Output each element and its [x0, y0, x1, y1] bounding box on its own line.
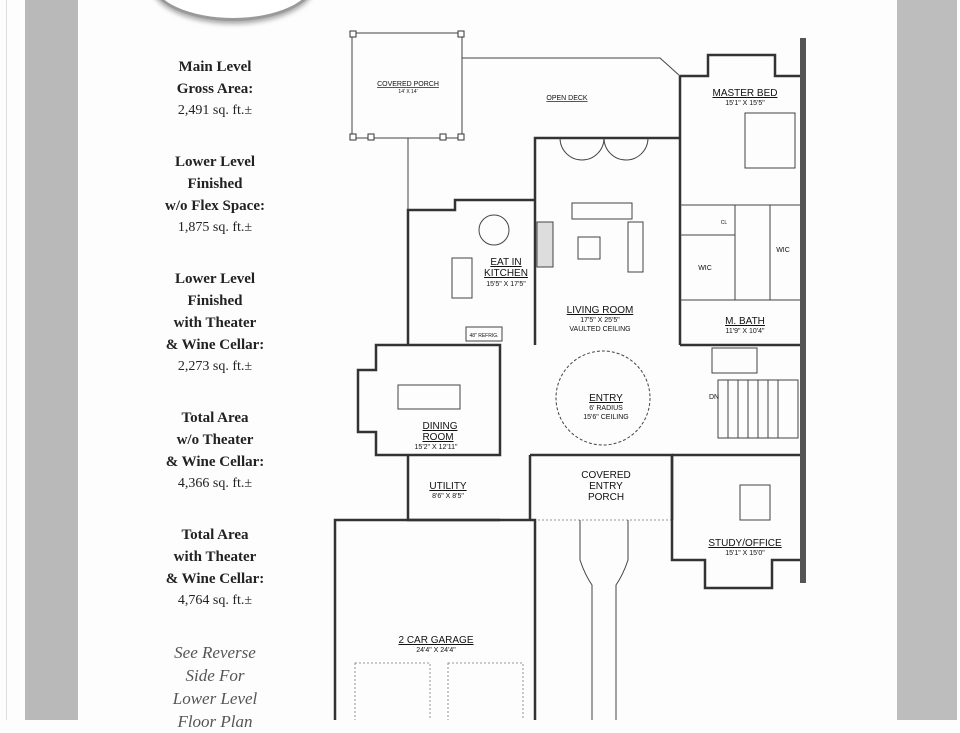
- master-bed-label: MASTER BED: [712, 88, 777, 99]
- sofa-icon: [571, 202, 633, 220]
- exterior-wall-right: [800, 38, 806, 583]
- wic-label: WIC: [776, 247, 790, 254]
- living-room-walls: [533, 136, 680, 345]
- label: Lower Level: [174, 271, 256, 287]
- dining-label: ROOM: [422, 432, 453, 443]
- dining-label: DINING: [423, 421, 458, 432]
- note-line: See Reverse: [174, 643, 256, 662]
- label: Total Area: [181, 527, 249, 543]
- desk-icon: [739, 484, 771, 521]
- value: 1,875 sq. ft.±: [177, 220, 253, 235]
- covered-porch: [349, 30, 465, 141]
- label: & Wine Cellar:: [165, 337, 265, 353]
- label: with Theater: [173, 549, 257, 565]
- open-deck-outline: [407, 57, 681, 345]
- bathtub-icon: [711, 347, 758, 374]
- study-label: STUDY/OFFICE: [708, 538, 782, 549]
- entry-rotunda: [555, 350, 651, 446]
- total-area-with-theater: Total Area with Theater & Wine Cellar: 4…: [110, 524, 320, 612]
- kitchen-dims: 15'5" X 17'5": [486, 281, 526, 288]
- study-walls: [670, 453, 800, 590]
- entry-porch-label: PORCH: [588, 492, 624, 503]
- note-line: Lower Level: [172, 689, 258, 708]
- entry-label: ENTRY: [589, 393, 623, 404]
- lower-level-theater-area: Lower Level Finished with Theater & Wine…: [110, 268, 320, 378]
- value: 4,366 sq. ft.±: [177, 476, 253, 491]
- stairs-down-label: DN: [709, 394, 719, 401]
- right-gray-band: [897, 0, 957, 720]
- total-area-no-theater: Total Area w/o Theater & Wine Cellar: 4,…: [110, 407, 320, 495]
- living-room-dims: 17'5" X 25'5": [580, 317, 620, 324]
- label: & Wine Cellar:: [165, 571, 265, 587]
- entry-porch-label: ENTRY: [589, 481, 623, 492]
- refrigerator-icon: [465, 326, 503, 342]
- living-room-label: LIVING ROOM: [567, 305, 634, 316]
- kitchen-label: EAT IN: [490, 257, 521, 268]
- label: w/o Theater: [176, 432, 254, 448]
- label: & Wine Cellar:: [165, 454, 265, 470]
- label: Total Area: [181, 410, 249, 426]
- master-bath-dims: 11'9" X 10'4": [725, 328, 765, 335]
- table-icon: [478, 214, 510, 246]
- label: Lower Level: [174, 154, 256, 170]
- kitchen-label: KITCHEN: [484, 268, 528, 279]
- island-icon: [451, 257, 473, 299]
- garage-walls: [333, 518, 537, 720]
- value: 2,491 sq. ft.±: [177, 103, 253, 118]
- sofa-icon: [627, 221, 644, 273]
- garage-dims: 24'4" X 24'4": [416, 647, 456, 654]
- entry-radius: 6' RADIUS: [589, 405, 623, 412]
- entry-porch-label: COVERED: [581, 470, 630, 481]
- refrigerator-label: 48" REFRIG.: [469, 333, 498, 339]
- staircase: [717, 379, 799, 439]
- coffee-table-icon: [577, 236, 601, 260]
- car-space: [354, 662, 431, 720]
- covered-porch-dims: 14' X 14': [398, 89, 417, 95]
- study-dims: 15'1" X 15'0": [725, 550, 765, 557]
- closet-label: CL: [721, 220, 728, 226]
- label: with Theater: [173, 315, 257, 331]
- entry-ceiling: 15'6" CEILING: [583, 414, 628, 421]
- wic-label: WIC: [698, 265, 712, 272]
- main-level-area: Main Level Gross Area: 2,491 sq. ft.±: [110, 56, 320, 122]
- dining-walls: [356, 343, 502, 457]
- note-line: Side For: [185, 666, 245, 685]
- fireplace-icon: [536, 221, 554, 268]
- lower-level-area: Lower Level Finished w/o Flex Space: 1,8…: [110, 151, 320, 239]
- french-doors: [559, 137, 649, 161]
- dining-dims: 15'2" X 12'11": [415, 444, 458, 451]
- area-summary: Main Level Gross Area: 2,491 sq. ft.± Lo…: [110, 56, 320, 733]
- page-edge: [6, 0, 7, 720]
- utility-label: UTILITY: [429, 481, 467, 492]
- walkway: [579, 520, 629, 720]
- master-bed-dims: 15'1" X 15'5": [725, 100, 765, 107]
- car-space: [447, 662, 524, 720]
- bed-icon: [744, 112, 796, 169]
- value: 4,764 sq. ft.±: [177, 593, 253, 608]
- kitchen-walls: [406, 198, 535, 345]
- value: 2,273 sq. ft.±: [177, 359, 253, 374]
- label: w/o Flex Space:: [165, 198, 265, 214]
- label: Main Level: [178, 59, 252, 75]
- label: Finished: [187, 293, 243, 309]
- dining-table-icon: [397, 384, 461, 410]
- label: Gross Area:: [176, 81, 254, 97]
- master-bath-label: M. BATH: [725, 316, 765, 327]
- living-room-note: VAULTED CEILING: [569, 326, 630, 333]
- label: Finished: [187, 176, 243, 192]
- open-deck-label: OPEN DECK: [546, 95, 588, 102]
- left-gray-band: [25, 0, 78, 720]
- garage-label: 2 CAR GARAGE: [398, 635, 473, 646]
- utility-dims: 8'6" X 8'5": [432, 493, 464, 500]
- closet-walls: [680, 204, 800, 301]
- covered-porch-label: COVERED PORCH: [377, 81, 439, 88]
